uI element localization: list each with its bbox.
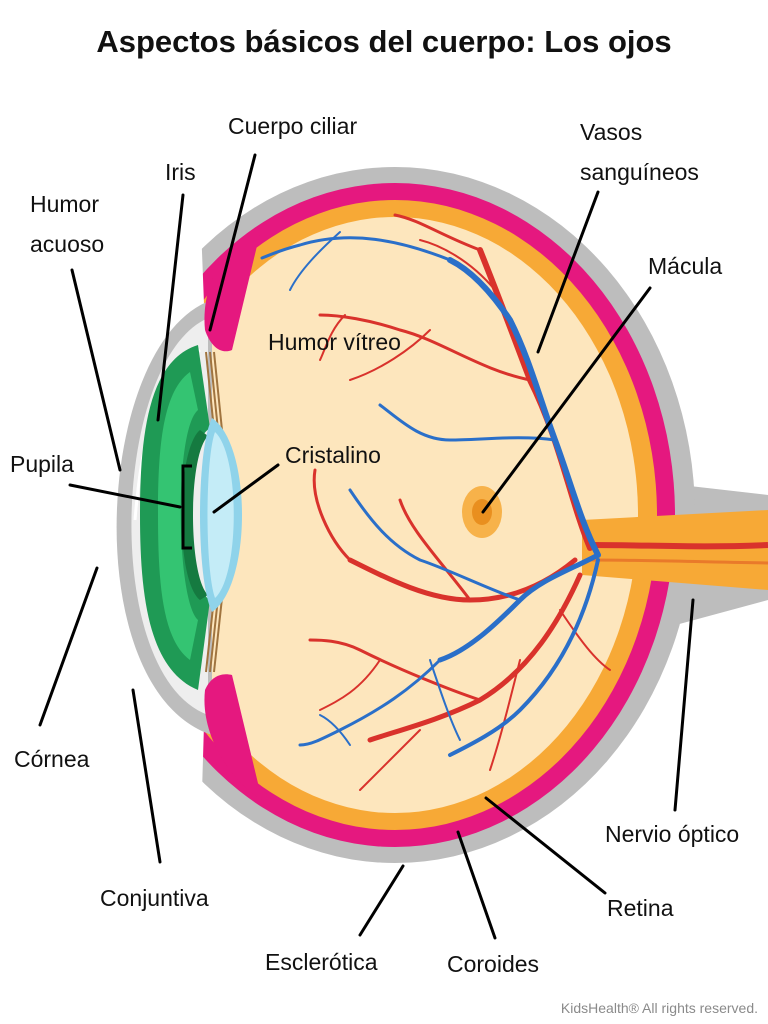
optic-nerve-stripe <box>589 558 768 565</box>
pupil-bracket <box>181 464 192 550</box>
leader-cornea <box>38 566 99 727</box>
leader-humor-acuoso <box>70 268 122 472</box>
credit-text: KidsHealth® All rights reserved. <box>561 1000 758 1016</box>
iris-highlight <box>158 372 198 660</box>
label-nervio-optico: Nervio óptico <box>605 821 739 847</box>
leader-pupila <box>68 483 182 509</box>
label-esclerotica: Esclerótica <box>265 949 378 975</box>
leader-cristalino <box>212 463 280 514</box>
leader-nervio-optico <box>673 598 695 812</box>
label-humor-vitreo: Humor vítreo <box>268 329 401 355</box>
leader-iris <box>156 193 185 422</box>
label-iris: Iris <box>165 159 196 185</box>
label-humor-acuoso-line2: acuoso <box>30 231 104 257</box>
ciliary-body-top <box>204 225 262 352</box>
leader-conjuntiva <box>131 688 162 864</box>
optic-nerve <box>582 510 768 590</box>
iris-inner-band <box>181 430 208 600</box>
lens-inner <box>207 432 234 598</box>
label-cristalino: Cristalino <box>285 442 381 468</box>
label-pupila: Pupila <box>10 451 74 477</box>
leader-lines <box>38 153 695 940</box>
page-title: Aspectos básicos del cuerpo: Los ojos <box>96 24 671 59</box>
label-retina: Retina <box>607 895 674 921</box>
leader-coroides <box>456 830 497 940</box>
optic-nerve-vessel <box>589 542 768 550</box>
label-vasos-line1: Vasos <box>580 119 642 145</box>
leader-cuerpo-ciliar <box>208 153 257 332</box>
label-coroides: Coroides <box>447 951 539 977</box>
zonule-fibers <box>205 351 223 673</box>
label-cornea: Córnea <box>14 746 90 772</box>
leader-macula <box>481 286 652 514</box>
labels: Cuerpo ciliar Iris Humor acuoso Vasos sa… <box>10 113 739 977</box>
leader-vasos <box>536 190 600 354</box>
leader-retina <box>484 796 607 895</box>
label-vasos-line2: sanguíneos <box>580 159 699 185</box>
label-cuerpo-ciliar: Cuerpo ciliar <box>228 113 357 139</box>
label-humor-acuoso-line1: Humor <box>30 191 99 217</box>
leader-esclerotica <box>358 864 405 937</box>
blood-vessels-veins <box>260 231 601 757</box>
vitreous-humor-shape <box>152 217 638 813</box>
ciliary-body-bottom <box>204 674 262 800</box>
label-macula: Mácula <box>648 253 722 279</box>
label-conjuntiva: Conjuntiva <box>100 885 209 911</box>
